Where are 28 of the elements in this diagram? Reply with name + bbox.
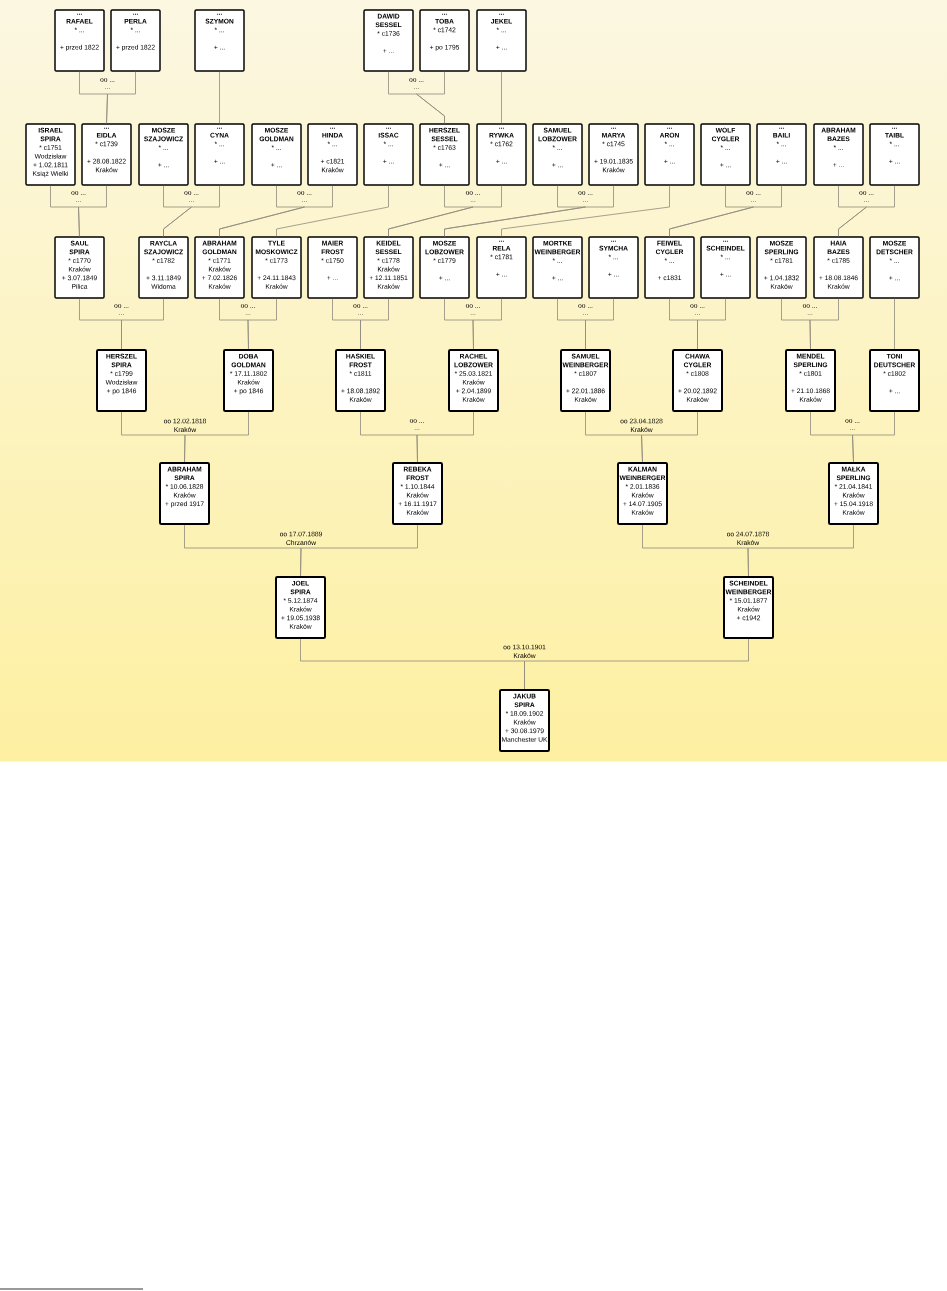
connector-line xyxy=(697,298,726,350)
connector-line xyxy=(501,185,670,237)
connector-line xyxy=(838,185,895,237)
connector-line xyxy=(247,298,277,350)
connector-line xyxy=(163,185,220,237)
connector-line xyxy=(416,71,445,124)
connector-line xyxy=(641,411,698,463)
connector-line xyxy=(585,298,614,350)
connector-line xyxy=(184,411,249,463)
connector-line xyxy=(444,185,614,237)
connector-line xyxy=(300,524,418,577)
connector-line xyxy=(388,185,502,237)
connector-line xyxy=(219,185,333,237)
connector-line xyxy=(809,298,839,350)
connector-line xyxy=(852,411,895,463)
connector-line xyxy=(219,71,220,124)
connector-line xyxy=(524,638,749,690)
connector-line xyxy=(360,298,389,350)
connector-line xyxy=(121,298,164,350)
connector-line xyxy=(472,298,502,350)
connector-line xyxy=(501,71,502,124)
connector-line xyxy=(416,411,474,463)
connector-line xyxy=(276,185,389,237)
connector-line xyxy=(894,298,895,350)
connector-line xyxy=(669,185,782,237)
connector-line xyxy=(747,524,854,577)
connector-line xyxy=(106,71,136,124)
connector-line xyxy=(78,185,107,237)
